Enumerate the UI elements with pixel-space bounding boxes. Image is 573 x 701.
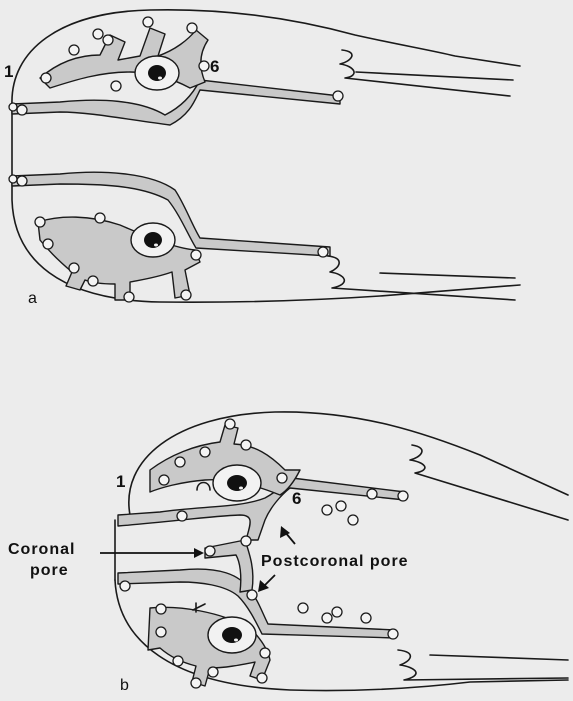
gill-line-a: [380, 273, 515, 278]
canal-a-upper-branch: [40, 28, 208, 88]
gill-mark-a-bottom: [328, 256, 515, 300]
coronal-pore-label-line2: pore: [30, 562, 69, 579]
pore-number-6-b: 6: [292, 489, 301, 508]
gill-mark-b-bottom: [398, 650, 568, 680]
gill-line-a2: [356, 72, 513, 80]
pore-number-1-b: 1: [116, 472, 125, 491]
figure-a: 1 6 a: [4, 10, 520, 307]
small-mark-upper: [197, 483, 210, 491]
coronal-pore-label-line1: Coronal: [8, 541, 75, 558]
pore-number-6-a: 6: [210, 57, 219, 76]
panel-label-a: a: [28, 290, 37, 307]
canal-a-lower-branch: [38, 217, 200, 300]
figure-b: 1 6 b Coronal pore Postcoronal pore: [8, 412, 568, 694]
canal-a-upper: [12, 80, 340, 125]
gill-mark-b-top: [410, 445, 568, 520]
postcoronal-pore-label: Postcoronal pore: [261, 553, 409, 570]
panel-label-b: b: [120, 677, 129, 694]
coronal-pore-arrowhead: [194, 548, 204, 558]
gill-line-b: [430, 655, 568, 660]
pore-number-1-a: 1: [4, 62, 13, 81]
